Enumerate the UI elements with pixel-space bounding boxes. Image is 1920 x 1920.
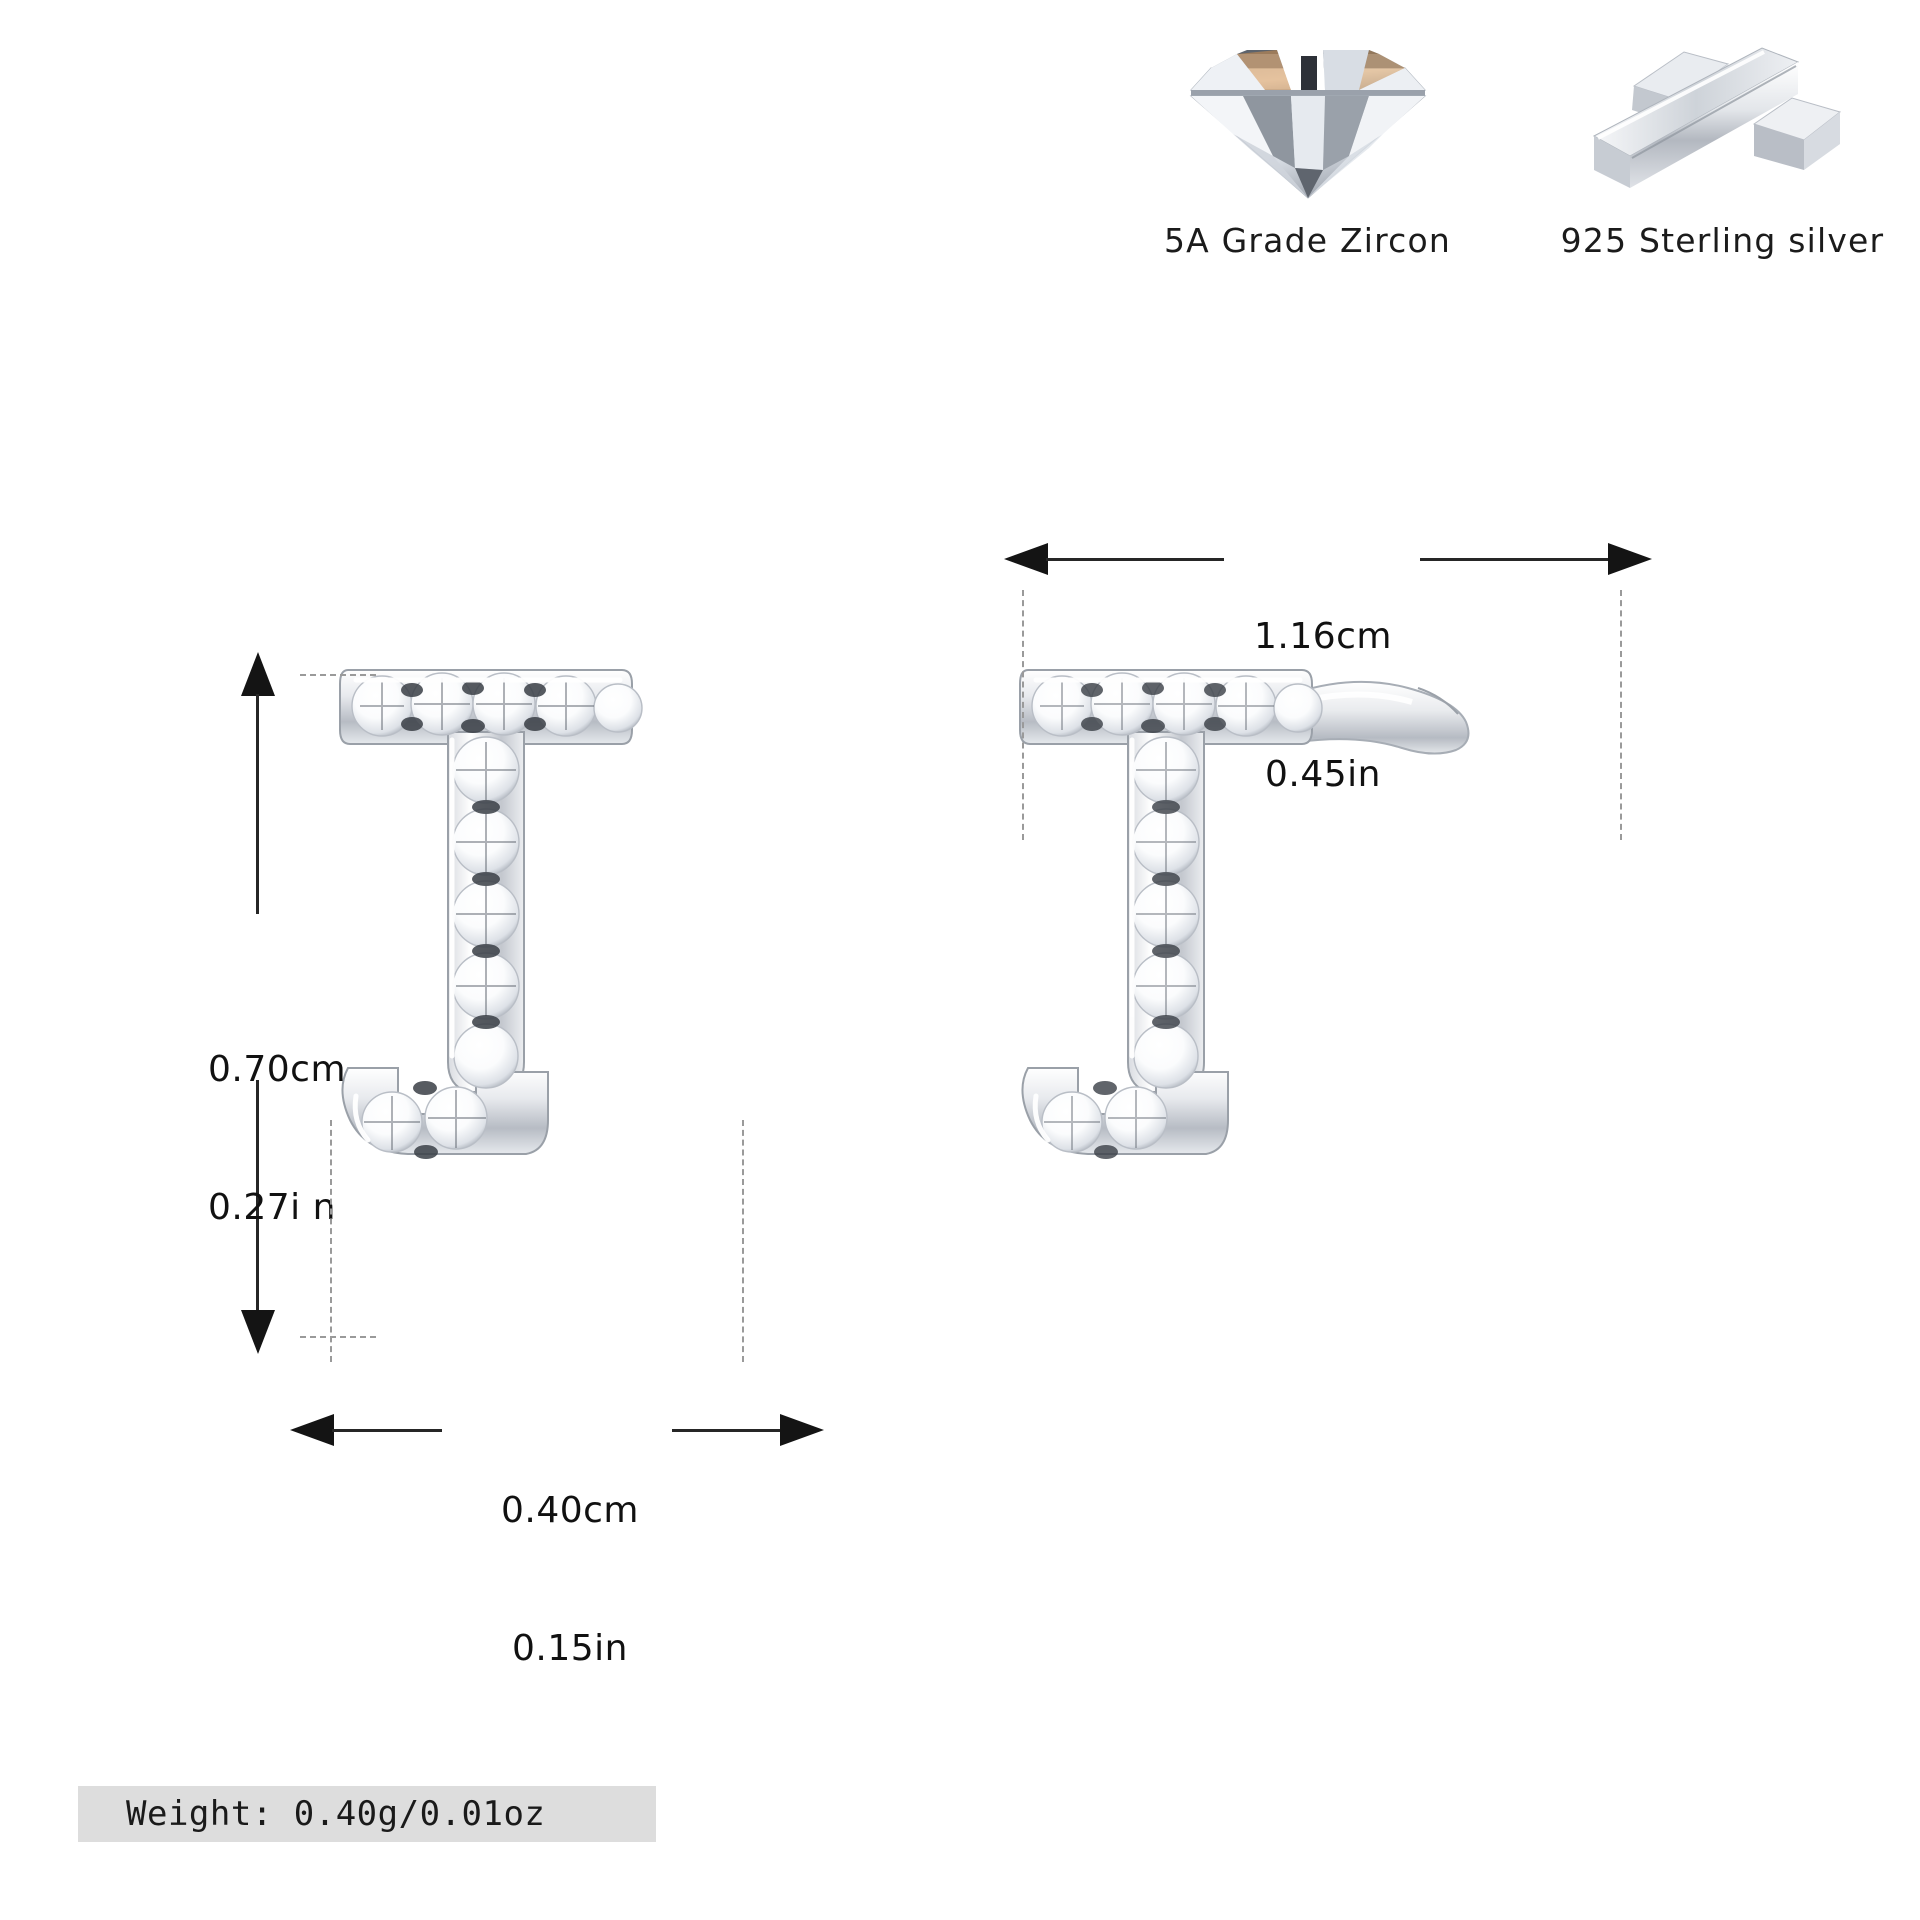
- height-arrow-line-upper: [256, 694, 259, 914]
- guide-width-left: [330, 1120, 332, 1362]
- guide-pairwidth-right: [1620, 590, 1622, 840]
- pairwidth-arrow-line-left: [1046, 558, 1224, 561]
- height-dimension-in: 0.27i n: [208, 1187, 336, 1228]
- guide-top-dash: [300, 674, 376, 676]
- feature-zircon: 5A Grade Zircon: [1120, 18, 1495, 260]
- feature-badges: 5A Grade Zircon: [1120, 18, 1910, 260]
- width-arrow-line-left: [332, 1429, 442, 1432]
- height-arrow-line-lower: [256, 1080, 259, 1312]
- weight-badge: Weight: 0.40g/0.01oz: [78, 1786, 656, 1842]
- height-dimension-cm: 0.70cm: [208, 1049, 347, 1090]
- guide-pairwidth-left: [1022, 590, 1024, 840]
- width-arrow-head-left: [290, 1414, 334, 1446]
- pairwidth-arrow-head-left: [1004, 543, 1048, 575]
- height-arrow-head-bottom: [241, 1310, 275, 1354]
- feature-silver: 925 Sterling silver: [1535, 18, 1910, 260]
- product-side-view: [1010, 660, 1550, 1220]
- width-arrow-head-right: [780, 1414, 824, 1446]
- diamond-gem-icon: [1158, 18, 1458, 203]
- feature-label-silver: 925 Sterling silver: [1560, 221, 1885, 260]
- guide-width-right: [742, 1120, 744, 1362]
- silver-bars-icon: [1573, 18, 1873, 203]
- weight-label: Weight: 0.40g/0.01oz: [126, 1794, 546, 1834]
- width-dimension-label: 0.40cm 0.15in: [490, 1396, 650, 1764]
- pairwidth-dimension-in: 0.45in: [1265, 754, 1381, 795]
- pairwidth-arrow-head-right: [1608, 543, 1652, 575]
- height-arrow-head-top: [241, 652, 275, 696]
- pairwidth-arrow-line-right: [1420, 558, 1610, 561]
- product-front-view: [330, 660, 710, 1220]
- pairwidth-dimension-label: 1.16cm 0.45in: [1248, 522, 1398, 890]
- feature-label-zircon: 5A Grade Zircon: [1163, 221, 1452, 260]
- width-dimension-in: 0.15in: [512, 1628, 628, 1669]
- pairwidth-dimension-cm: 1.16cm: [1253, 616, 1393, 657]
- width-dimension-cm: 0.40cm: [500, 1490, 640, 1531]
- width-arrow-line-right: [672, 1429, 782, 1432]
- height-dimension-label: 0.70cm 0.27i n: [208, 955, 346, 1323]
- guide-bottom-dash: [300, 1336, 376, 1338]
